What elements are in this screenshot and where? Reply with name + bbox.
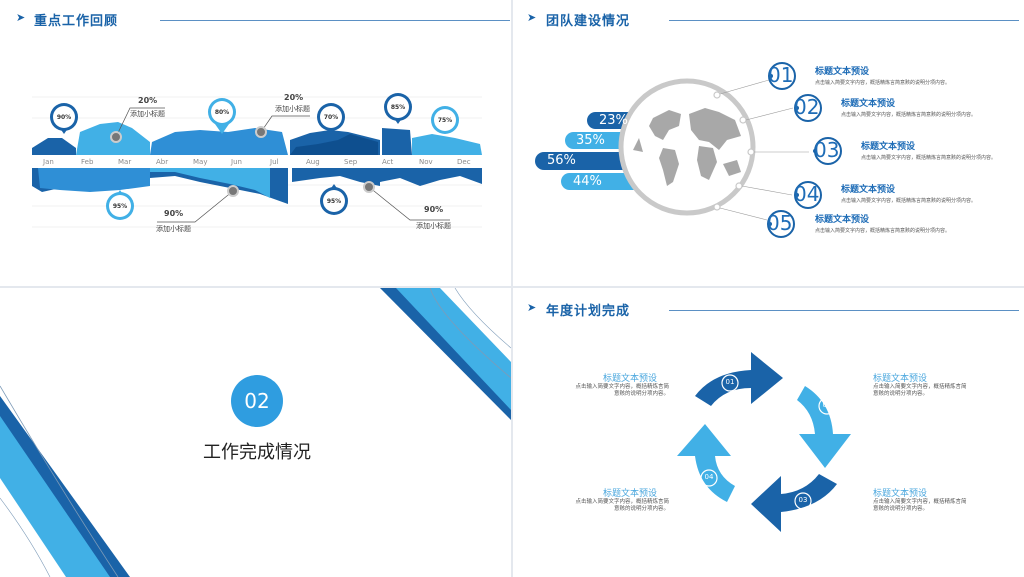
pin-value-bottom-1: 95% [112,203,128,210]
cycle-number-2: 02 [822,401,832,409]
block-desc-top-right: 点击输入简要文字内容，概括精炼言简意赅的说明分项内容。 [873,384,967,397]
month-label: Jun [231,158,242,166]
callout-label-2: 添加小标题 [275,105,310,113]
block-title-bottom-left: 标题文本预设 [603,489,658,499]
cycle-number-1: 01 [725,378,735,386]
item-number-3: 03 [814,138,840,162]
block-desc-bottom-left: 点击输入简要文字内容，概括精炼言简意赅的说明分项内容。 [575,499,669,512]
pin-value-jan: 90% [56,114,72,121]
item-desc-2: 点击输入简要文字内容，概括精炼言简意赅的说明分项内容。 [841,112,977,118]
pill-value-1: 23% [599,113,628,128]
callout-value-3: 90% [164,209,184,218]
slide-annual-plan[interactable]: ➤ 年度计划完成 01 02 03 04 标题文本预设 点击输入简要文字内容，概… [513,288,1024,577]
month-label: Sep [344,158,358,166]
callout-value-2: 20% [284,93,304,102]
item-number-5: 05 [767,211,793,235]
cycle-number-3: 03 [798,496,808,504]
title-divider [669,310,1019,311]
month-label: Abr [156,158,169,166]
title-arrow-icon: ➤ [527,301,537,314]
area-chart-graphic [32,93,482,228]
month-label: Dec [457,158,471,166]
item-title-3: 标题文本预设 [861,142,916,152]
item-title-4: 标题文本预设 [841,185,896,195]
title-arrow-icon: ➤ [527,11,537,24]
pill-value-2: 35% [576,133,605,148]
slide-title: 重点工作回顾 [34,14,119,29]
month-label: May [193,158,208,166]
cycle-number-4: 04 [704,473,714,481]
globe-graphic [535,62,842,238]
block-desc-top-left: 点击输入简要文字内容，概括精炼言简意赅的说明分项内容。 [575,384,669,397]
item-desc-5: 点击输入简要文字内容，概括精炼言简意赅的说明分项内容。 [815,228,951,234]
item-number-2: 02 [794,95,820,119]
item-title-1: 标题文本预设 [815,67,870,77]
item-desc-1: 点击输入简要文字内容，概括精炼言简意赅的说明分项内容。 [815,80,951,86]
block-title-bottom-right: 标题文本预设 [873,489,928,499]
item-title-5: 标题文本预设 [815,215,870,225]
month-label: Mar [118,158,132,166]
block-title-top-right: 标题文本预设 [873,374,928,384]
item-desc-3: 点击输入简要文字内容，概括精炼言简意赅的说明分项内容。 [861,155,997,161]
pill-value-3: 56% [547,153,576,168]
block-title-top-left: 标题文本预设 [603,374,658,384]
cycle-arrows-graphic [677,352,851,532]
slide-team-building[interactable]: ➤ 团队建设情况 [513,0,1024,286]
month-label: Aug [306,158,320,166]
slide-section-divider[interactable]: 02 工作完成情况 [0,288,511,577]
pin-value-jun: 80% [214,109,230,116]
item-desc-4: 点击输入简要文字内容，概括精炼言简意赅的说明分项内容。 [841,198,977,204]
title-divider [669,20,1019,21]
month-label: Jan [43,158,54,166]
item-title-2: 标题文本预设 [841,99,896,109]
callout-label-1: 添加小标题 [130,110,165,118]
title-divider [160,20,510,21]
slide-title: 团队建设情况 [546,14,631,29]
month-label: Jul [270,158,279,166]
callout-value-1: 20% [138,96,158,105]
pin-value-aug: 70% [323,114,339,121]
pin-value-bottom-2: 95% [326,198,342,205]
title-arrow-icon: ➤ [16,11,26,24]
pill-value-4: 44% [573,174,602,189]
callout-label-3: 添加小标题 [156,225,191,233]
callout-label-4: 添加小标题 [416,222,451,230]
item-number-4: 04 [794,182,820,206]
item-number-1: 01 [768,63,794,87]
block-desc-bottom-right: 点击输入简要文字内容，概括精炼言简意赅的说明分项内容。 [873,499,967,512]
decorative-stripes-graphic [0,288,511,577]
month-label: Nov [419,158,433,166]
section-title: 工作完成情况 [203,442,311,463]
slide-title: 年度计划完成 [546,304,631,319]
slide-work-review[interactable]: ➤ 重点工作回顾 [0,0,511,286]
callout-value-4: 90% [424,205,444,214]
pin-value-dec: 75% [437,117,453,124]
section-number: 02 [244,389,270,413]
month-label: Act [382,158,394,166]
month-label: Feb [81,158,94,166]
pin-value-act: 85% [390,104,406,111]
